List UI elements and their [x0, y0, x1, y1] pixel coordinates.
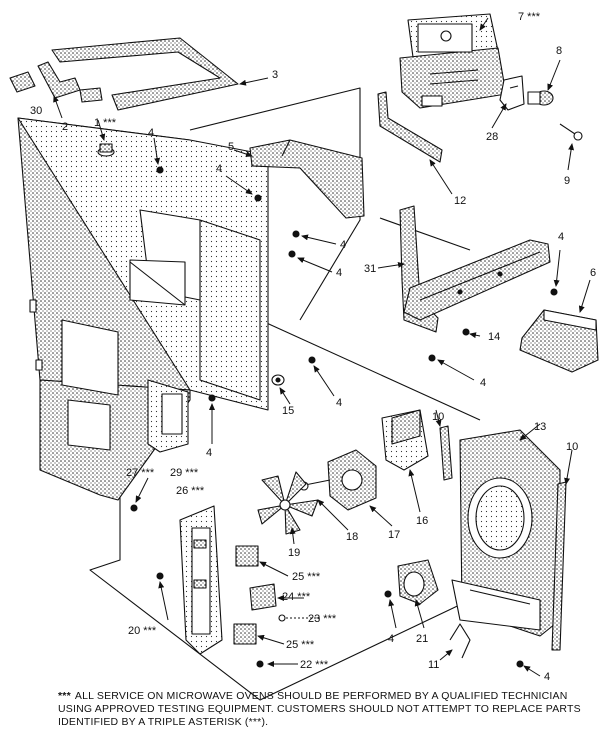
callout-part-7: 7 ***	[518, 11, 541, 23]
callout-part-16: 16	[416, 515, 428, 527]
callout-part-9: 9	[564, 175, 570, 187]
part-19-fan-blade	[257, 471, 319, 535]
callout-part-1: 1 ***	[94, 117, 117, 129]
callout-part-20: 20 ***	[128, 625, 157, 637]
part-13-fan-housing	[451, 429, 561, 637]
callout-part-11: 11	[428, 659, 439, 671]
part-6-bracket	[519, 309, 599, 373]
callout-part-6: 6	[590, 267, 596, 279]
callout-part-4e: 4	[480, 377, 486, 389]
part-14-channel	[403, 239, 551, 321]
part-3-top-duct	[51, 37, 239, 111]
part-28-bracket	[499, 75, 525, 111]
callout-part-8: 8	[556, 45, 562, 57]
callout-part-4c: 4	[340, 239, 346, 251]
part-16-motor-bracket	[381, 409, 429, 471]
part-8-thermal-fuse	[527, 90, 554, 106]
part-29-bracket	[147, 379, 189, 453]
callout-part-4a: 4	[148, 127, 154, 139]
callout-part-10a: 10	[432, 411, 444, 423]
service-disclaimer: ***ALL SERVICE ON MICROWAVE OVENS SHOULD…	[58, 690, 598, 729]
callout-part-4f: 4	[558, 231, 564, 243]
callout-part-17: 17	[388, 529, 400, 541]
callout-part-28: 28	[486, 131, 498, 143]
callout-part-4b: 4	[216, 163, 222, 175]
part-26-control-bracket	[179, 505, 223, 655]
callout-part-27: 27 ***	[126, 467, 155, 479]
callout-part-19: 19	[288, 547, 300, 559]
callout-part-4h: 4	[206, 447, 212, 459]
callout-part-4i: 4	[388, 633, 394, 645]
callout-part-23: 23 ***	[308, 613, 337, 625]
part-10-rods	[439, 425, 567, 651]
part-23-screw	[278, 614, 320, 622]
part-24-switch	[249, 583, 277, 611]
callout-part-5: 5	[228, 141, 234, 153]
callout-part-31: 31	[364, 263, 376, 275]
callout-part-10b: 10	[566, 441, 578, 453]
assembly-outline-lines	[89, 87, 481, 701]
part-15-washer	[271, 374, 285, 386]
callout-part-3: 3	[272, 69, 278, 81]
chassis-back-panel	[17, 117, 269, 501]
callout-part-4j: 4	[544, 671, 550, 683]
part-11-clip	[449, 623, 471, 659]
callout-part-12: 12	[454, 195, 466, 207]
callout-labels: 3 1 *** 2 30 4 5 4 4 4 7 *** 8 28 9 12 3…	[30, 11, 596, 683]
leader-lines	[53, 17, 591, 677]
callout-part-4g: 4	[336, 397, 342, 409]
part-30-pad	[9, 71, 36, 93]
callout-part-13: 13	[534, 421, 546, 433]
part-1-knob	[97, 143, 115, 157]
part-9-screw	[559, 123, 583, 141]
callout-part-4d: 4	[336, 267, 342, 279]
callout-part-15: 15	[282, 405, 294, 417]
screws	[130, 166, 558, 668]
callout-part-21: 21	[416, 633, 428, 645]
callout-part-26: 26 ***	[176, 485, 205, 497]
disclaimer-text: ALL SERVICE ON MICROWAVE OVENS SHOULD BE…	[58, 690, 581, 728]
callout-part-29: 29 ***	[170, 467, 199, 479]
part-12-strip	[377, 91, 443, 163]
part-5-bracket	[249, 139, 365, 219]
part-2-duct	[37, 61, 103, 103]
callout-part-25a: 25 ***	[292, 571, 321, 583]
disclaimer-marker: ***	[58, 690, 71, 702]
callout-part-22: 22 ***	[300, 659, 329, 671]
part-7-magnetron	[399, 13, 507, 109]
part-21-motor	[397, 559, 439, 605]
callout-part-18: 18	[346, 531, 358, 543]
callout-part-24: 24 ***	[282, 591, 311, 603]
callout-part-2: 2	[62, 121, 68, 133]
callout-part-30: 30	[30, 105, 42, 117]
callout-part-14: 14	[488, 331, 500, 343]
part-17-fan-motor	[327, 449, 377, 511]
callout-part-25b: 25 ***	[286, 639, 315, 651]
part-25-switches	[233, 545, 259, 645]
